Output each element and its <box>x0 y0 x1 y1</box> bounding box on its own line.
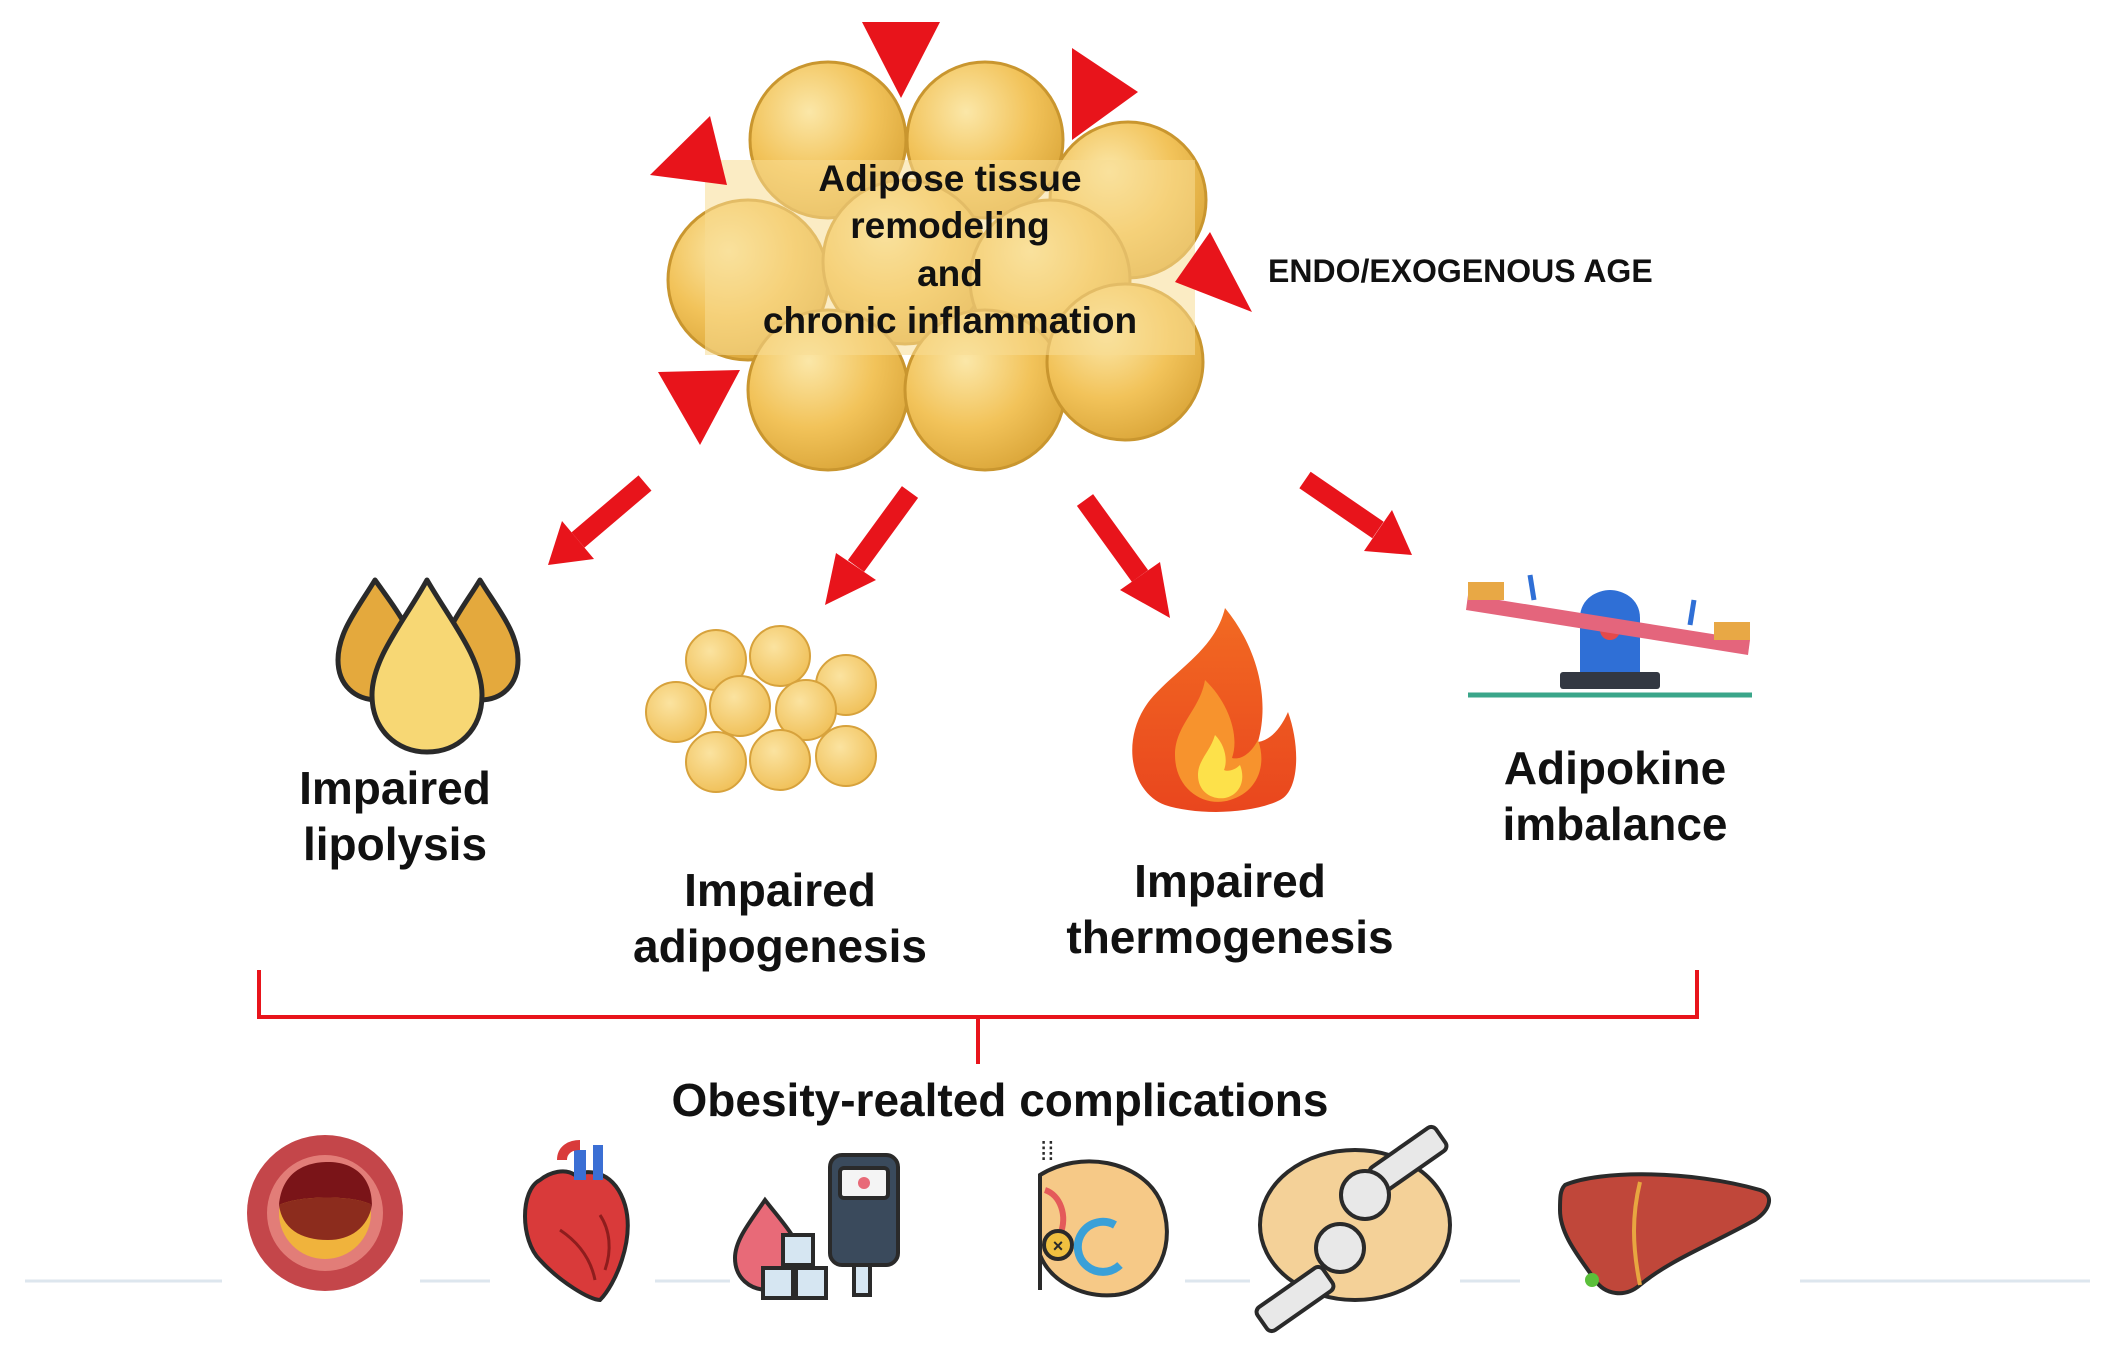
complications-label: Obesity-realted complications <box>671 1074 1329 1126</box>
trigger-label: ENDO/EXOGENOUS AGE <box>1268 253 1653 289</box>
effect-thermogenesis-line-1: Impaired <box>1134 855 1326 907</box>
joint-icon <box>1254 1124 1452 1334</box>
artery-plaque-icon <box>247 1135 403 1291</box>
central-process-label: Adipose tissue remodeling and chronic in… <box>690 155 1210 344</box>
effect-thermogenesis-line-2: thermogenesis <box>1066 911 1394 964</box>
effect-lipolysis-line-2: lipolysis <box>302 818 488 871</box>
effect-adipokine-line-2: imbalance <box>1502 798 1728 851</box>
triangle-bottom-left <box>658 370 740 445</box>
seesaw-icon <box>1466 574 1752 698</box>
effect-lipolysis-label: Impaired lipolysis <box>230 760 560 872</box>
liver-icon <box>1557 1172 1771 1296</box>
svg-text:×: × <box>1053 1236 1064 1256</box>
arrow-to-adipokine <box>1299 471 1412 555</box>
effect-adipokine-label: Adipokine imbalance <box>1445 740 1785 852</box>
effect-adipogenesis-line-1: Impaired <box>684 864 876 916</box>
central-line-2: remodeling <box>850 205 1050 247</box>
arrow-to-lipolysis <box>548 475 652 565</box>
lipid-droplets-icon <box>335 577 521 755</box>
stress-triangles <box>650 22 1252 445</box>
triangle-top-left <box>650 116 727 185</box>
triangle-top <box>862 22 940 98</box>
central-line-3: and <box>917 252 983 294</box>
svg-text:⁞⁞: ⁞⁞ <box>1040 1136 1054 1166</box>
effect-lipolysis-line-1: Impaired <box>299 762 491 814</box>
heart-icon <box>523 1140 630 1303</box>
triangle-right <box>1175 232 1252 312</box>
arrow-to-thermogenesis <box>1076 494 1170 618</box>
flame-icon <box>1132 608 1297 812</box>
effect-arrows <box>548 471 1412 618</box>
triangle-top-right <box>1072 48 1138 140</box>
central-line-4: chronic inflammation <box>762 300 1138 342</box>
effect-adipogenesis-label: Impaired adipogenesis <box>590 862 970 974</box>
central-line-1: Adipose tissue <box>818 158 1082 199</box>
adipocyte-cluster-icon <box>645 625 877 793</box>
effect-adipogenesis-line-2: adipogenesis <box>633 920 927 973</box>
effect-thermogenesis-label: Impaired thermogenesis <box>1030 853 1430 965</box>
sleep-apnea-icon: × ⁞⁞ <box>1038 1136 1169 1298</box>
blood-glucose-meter-icon <box>732 1153 900 1300</box>
center-label-backdrop <box>705 160 1195 355</box>
effect-adipokine-line-1: Adipokine <box>1503 742 1727 794</box>
arrow-to-adipogenesis <box>825 486 919 605</box>
complications-bracket <box>257 970 1699 1064</box>
